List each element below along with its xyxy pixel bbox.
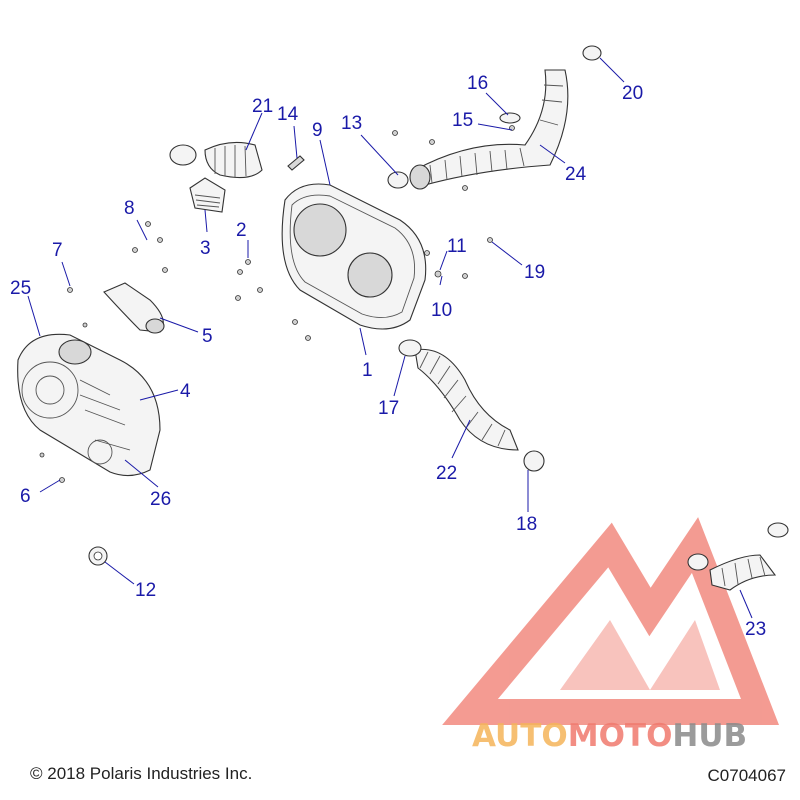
clamp-13 [387,171,409,189]
duct-elbow [687,522,789,591]
inner-clutch-housing [281,183,427,330]
callout-26: 26 [150,489,171,510]
callout-15: 15 [452,110,473,131]
fasteners [39,125,515,483]
callout-7: 7 [52,240,63,261]
callout-24: 24 [565,164,587,185]
clamp-17 [398,339,422,357]
watermark-logo [442,517,780,725]
callout-3: 3 [200,238,211,259]
callout-13: 13 [341,113,362,134]
callout-16: 16 [467,73,488,94]
callout-22: 22 [436,463,457,484]
outer-clutch-cover [17,333,161,477]
watermark-text-auto: AUTO [472,718,568,754]
clamp-18 [523,450,545,472]
callout-4: 4 [180,381,191,402]
small-plate [287,155,305,171]
watermark-text: AUTOMOTOHUB [472,718,747,754]
clamp-20 [582,45,602,61]
long-intake-duct [409,69,569,190]
watermark-text-moto: MOTO [567,718,673,754]
watermark-text-hub: HUB [672,718,748,754]
callout-labels: 1 2 3 4 5 6 7 8 9 10 11 12 13 14 15 16 1… [10,73,766,640]
leader-lines [27,57,753,619]
callout-8: 8 [124,198,135,219]
callout-19: 19 [524,262,545,283]
callout-11: 11 [447,236,467,257]
callout-18: 18 [516,514,537,535]
copyright-notice: © 2018 Polaris Industries Inc. [30,764,253,783]
callout-23: 23 [745,619,766,640]
callout-5: 5 [202,326,213,347]
callout-1: 1 [362,360,373,381]
callout-2: 2 [236,220,247,241]
callout-17: 17 [378,398,399,419]
intake-boot [169,141,263,179]
intake-duct-small [103,282,165,334]
callout-14: 14 [277,104,299,125]
callout-21: 21 [252,96,273,117]
callout-20: 20 [622,83,643,104]
clamp-16 [499,112,521,124]
callout-12: 12 [135,580,156,601]
callout-9: 9 [312,120,323,141]
lower-intake-duct [414,348,519,451]
callout-10: 10 [431,300,452,321]
callout-25: 25 [10,278,31,299]
callout-6: 6 [20,486,31,507]
drawing-code: C0704067 [707,766,786,785]
filter-box [189,177,226,213]
washer-12 [88,546,108,566]
